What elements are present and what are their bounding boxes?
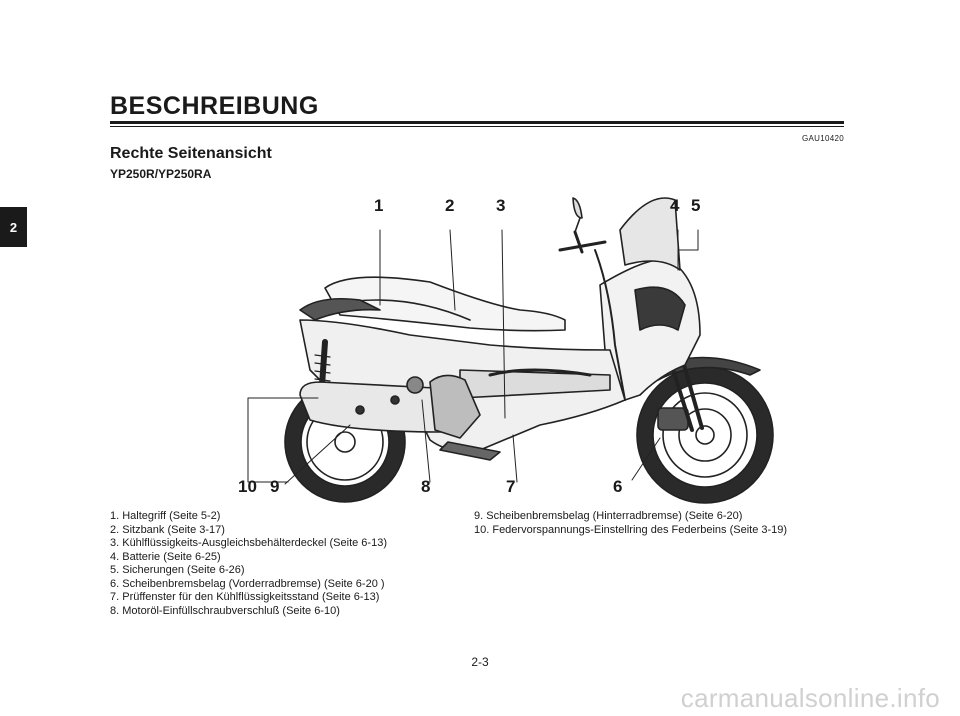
- page-number: 2-3: [471, 655, 489, 669]
- chapter-title: BESCHREIBUNG: [110, 92, 319, 120]
- callout-10: 10: [238, 477, 257, 496]
- mirror: [572, 197, 583, 233]
- legend-item: 9. Scheibenbremsbelag (Hinterradbremse) …: [474, 510, 743, 522]
- legend-item: 6. Scheibenbremsbelag (Vorderradbremse) …: [110, 577, 385, 590]
- legend-left: 1. Haltegriff (Seite 5-2) 2. Sitzbank (S…: [110, 510, 387, 618]
- callout-4: 4: [670, 196, 680, 215]
- callout-5: 5: [691, 196, 701, 215]
- grab-rail: [299, 297, 381, 321]
- legend-right: 9. Scheibenbremsbelag (Hinterradbremse) …: [474, 510, 787, 537]
- legend-item: 2. Sitzbank (Seite 3-17): [110, 523, 225, 536]
- legend-item: 3. Kühlflüssigkeits-Ausgleichsbehälterde…: [110, 537, 387, 549]
- handlebar: [558, 230, 607, 254]
- front-wheel: [636, 366, 774, 504]
- legend-item: 1. Haltegriff (Seite 5-2): [110, 510, 221, 522]
- legend-item: 5. Sicherungen (Seite 6-26): [110, 564, 245, 576]
- legend-item: 10. Federvorspannungs-Einstellring des F…: [474, 523, 788, 536]
- chapter-tab: 2: [0, 207, 27, 247]
- document-code: GAU10420: [802, 134, 844, 143]
- legend-item: 8. Motoröl-Einfüllschraubverschluß (Seit…: [110, 604, 340, 617]
- header-rule-thick: [110, 121, 844, 124]
- scooter-illustration: [247, 197, 774, 504]
- model-name: YP250R/YP250RA: [110, 167, 212, 181]
- watermark: carmanualsonline.info: [680, 683, 940, 713]
- legend-item: 4. Batterie (Seite 6-25): [110, 550, 221, 563]
- callout-2: 2: [445, 196, 455, 215]
- callout-3: 3: [496, 196, 506, 215]
- callout-7: 7: [506, 477, 516, 496]
- callout-9: 9: [270, 477, 280, 496]
- front-fork: [668, 356, 704, 432]
- callout-8: 8: [421, 477, 431, 496]
- header-rule-thin: [110, 126, 844, 127]
- exhaust: [439, 441, 501, 461]
- engine: [429, 374, 481, 439]
- callout-lines: [247, 229, 699, 485]
- legend-item: 7. Prüffenster für den Kühlflüssigkeitss…: [110, 591, 380, 603]
- callout-1: 1: [374, 196, 384, 215]
- seat: [324, 276, 566, 332]
- section-title: Rechte Seitenansicht: [110, 145, 272, 162]
- callout-6: 6: [613, 477, 623, 496]
